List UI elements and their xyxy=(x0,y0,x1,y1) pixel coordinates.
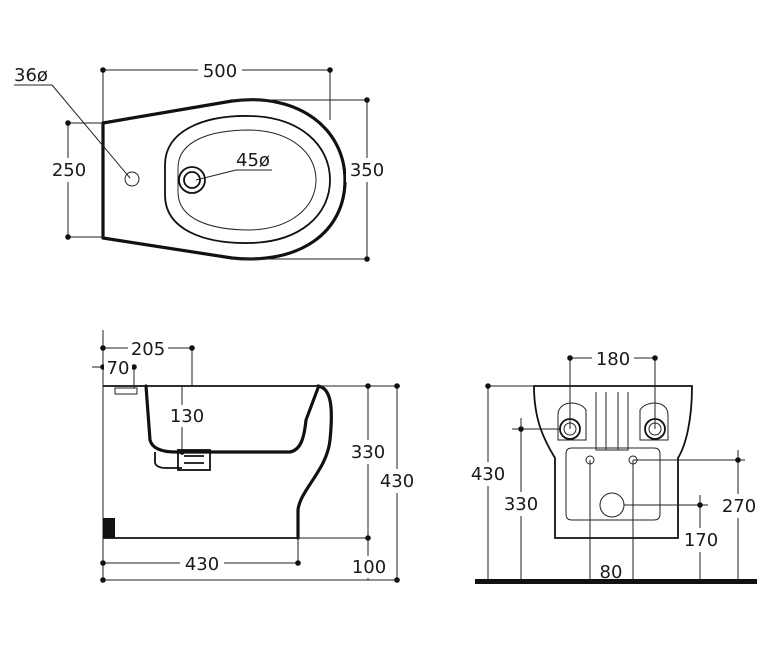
front-lug-right xyxy=(639,402,669,441)
dim-dot xyxy=(735,457,741,463)
dim-430-height-label: 430 xyxy=(380,471,414,492)
dim-36-label: 36ø xyxy=(14,65,48,86)
front-lug-left xyxy=(557,402,587,441)
label-bg xyxy=(104,358,132,378)
dim-430-length-label: 430 xyxy=(185,554,219,575)
dim-130-label: 130 xyxy=(170,406,204,427)
label-bg xyxy=(346,158,388,182)
side-trap xyxy=(177,449,211,471)
tap-hole xyxy=(124,171,140,187)
front-body-outline xyxy=(533,385,693,539)
label-bg xyxy=(180,553,224,575)
dim-250-label: 250 xyxy=(52,160,86,181)
label-bg xyxy=(467,462,509,486)
dim-dot xyxy=(518,426,524,432)
dim-430-front-label: 430 xyxy=(471,464,505,485)
leader-45 xyxy=(195,169,237,181)
side-front-profile xyxy=(296,384,333,540)
drain-hole-inner xyxy=(183,171,201,189)
dim-dot xyxy=(65,120,71,126)
label-bg xyxy=(596,562,628,582)
dim-dot xyxy=(100,577,106,583)
label-bg xyxy=(48,158,90,182)
label-bg xyxy=(348,556,390,578)
dim-dot xyxy=(485,383,491,389)
side-tap-stub xyxy=(114,387,138,395)
dim-dot xyxy=(394,383,400,389)
dim-dot xyxy=(65,234,71,240)
dim-dot xyxy=(131,364,137,370)
side-view: 205 70 130 330 430 430 xyxy=(92,330,418,583)
label-bg xyxy=(128,339,168,359)
front-back-plate xyxy=(565,447,661,521)
floor-line xyxy=(475,579,757,584)
dim-45-label: 45ø xyxy=(236,150,270,171)
dim-350-label: 350 xyxy=(350,160,384,181)
label-bg xyxy=(198,58,242,80)
side-bowl-inner xyxy=(144,384,320,454)
dim-330-front-label: 330 xyxy=(504,494,538,515)
front-view: 180 430 330 270 170 80 xyxy=(467,349,761,584)
side-mount-block xyxy=(103,518,115,538)
dim-dot xyxy=(697,502,703,508)
dim-dot xyxy=(100,67,106,73)
drain-hole xyxy=(178,166,206,194)
label-bg xyxy=(500,492,542,516)
dim-180-label: 180 xyxy=(596,349,630,370)
label-bg xyxy=(679,528,723,552)
dim-dot xyxy=(295,560,301,566)
dim-500-label: 500 xyxy=(203,61,237,82)
dim-270-label: 270 xyxy=(722,496,756,517)
dim-170-label: 170 xyxy=(684,530,718,551)
dim-dot xyxy=(327,67,333,73)
dim-205-label: 205 xyxy=(131,339,165,360)
dim-dot xyxy=(189,345,195,351)
label-bg xyxy=(717,494,761,518)
top-view-outline xyxy=(101,98,347,261)
dim-dot xyxy=(365,383,371,389)
dim-100-label: 100 xyxy=(352,557,386,578)
front-centre-channel xyxy=(595,392,629,451)
waste-outlet xyxy=(599,492,625,518)
dim-70-label: 70 xyxy=(107,358,130,379)
label-bg xyxy=(347,440,389,464)
side-drain-pipe xyxy=(154,452,182,469)
label-bg xyxy=(376,469,418,493)
dim-dot xyxy=(100,345,106,351)
dim-80-label: 80 xyxy=(600,562,623,583)
top-view: 500 36ø 45ø 250 350 xyxy=(14,58,388,262)
dim-dot xyxy=(364,97,370,103)
dim-dot xyxy=(364,256,370,262)
dim-dot xyxy=(567,355,573,361)
top-view-bowl-rim xyxy=(164,115,331,244)
dim-dot xyxy=(652,355,658,361)
leader-36-diag xyxy=(51,84,131,179)
top-view-bowl-inner xyxy=(177,129,317,231)
dim-330-label: 330 xyxy=(351,442,385,463)
label-bg xyxy=(166,405,208,427)
dim-dot xyxy=(179,449,185,455)
label-bg xyxy=(592,349,634,369)
dim-dot xyxy=(100,560,106,566)
